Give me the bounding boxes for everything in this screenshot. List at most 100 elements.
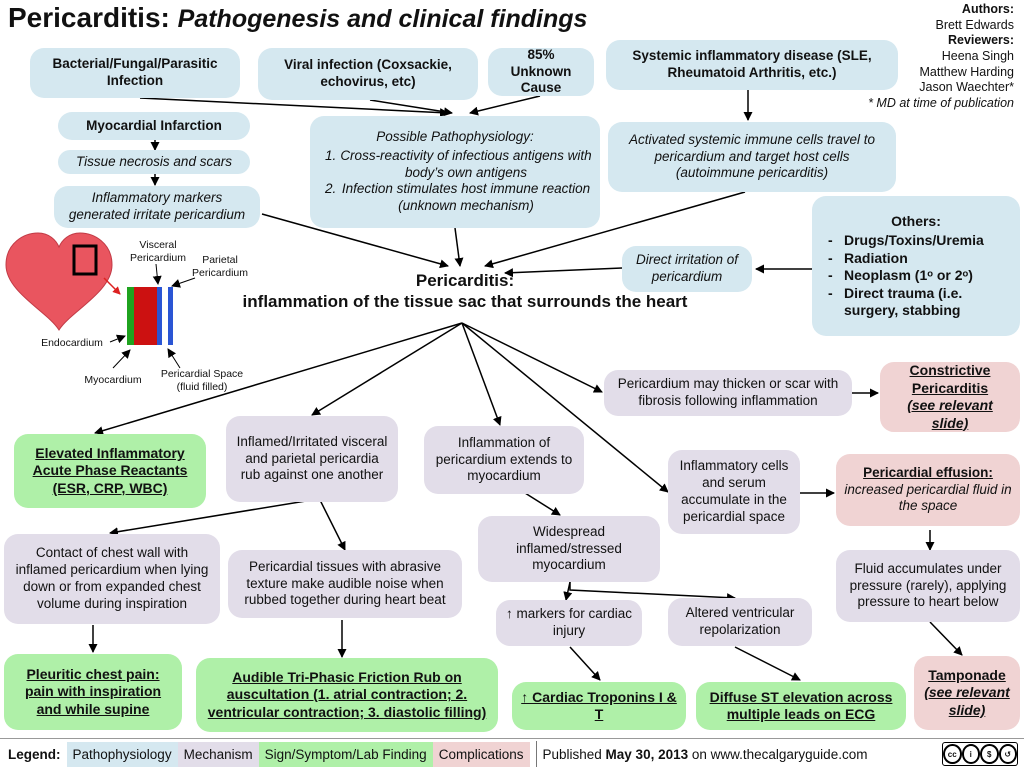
- credits: Authors: Brett Edwards Reviewers: Heena …: [868, 2, 1014, 111]
- widespread-myocardium-text: Widespread inflamed/stressed myocardium: [516, 523, 622, 573]
- nc-icon: $: [980, 744, 999, 764]
- pericardium-thicken-text: Pericardium may thicken or scar with fib…: [617, 376, 839, 408]
- abrasive-tissues: Pericardial tissues with abrasive textur…: [228, 550, 462, 618]
- pleuritic-chest-pain: Pleuritic chest pain: pain with inspirat…: [4, 654, 182, 730]
- published-site[interactable]: on www.thecalgaryguide.com: [688, 746, 868, 762]
- central-title: Pericarditis:: [415, 271, 515, 290]
- activated-immune-cells: Activated systemic immune cells travel t…: [608, 122, 896, 192]
- abrasive-tissues-text: Pericardial tissues with abrasive textur…: [244, 558, 446, 608]
- central-definition: Pericarditis: inflammation of the tissue…: [230, 270, 700, 313]
- cause-bacterial-text: Bacterial/Fungal/Parasitic Infection: [52, 56, 218, 88]
- legend-label: Legend:: [8, 746, 61, 762]
- pericardial-effusion-desc: increased pericardial fluid in the space: [844, 481, 1012, 514]
- constrictive-pericarditis[interactable]: Constrictive Pericarditis (see relevant …: [880, 362, 1020, 432]
- title-sub: Pathogenesis and clinical findings: [177, 5, 588, 33]
- published-line: Published May 30, 2013 on www.thecalgary…: [543, 747, 868, 762]
- other-causes: Others: Drugs/Toxins/Uremia Radiation Ne…: [812, 196, 1020, 336]
- reviewer-name: Matthew Harding: [919, 64, 1015, 79]
- tamponade[interactable]: Tamponade (see relevant slide): [914, 656, 1020, 730]
- widespread-myocardium: Widespread inflamed/stressed myocardium: [478, 516, 660, 582]
- author-name: Brett Edwards: [935, 17, 1014, 32]
- tamponade-text: Tamponade: [928, 666, 1006, 683]
- cause-mi: Myocardial Infarction: [58, 112, 250, 140]
- acute-phase-reactants-text: Elevated Inflammatory Acute Phase Reacta…: [32, 444, 188, 496]
- others-item: Drugs/Toxins/Uremia: [828, 232, 1012, 250]
- label-endocardium: Endocardium: [41, 337, 103, 349]
- label-visceral: Visceral Pericardium: [129, 239, 187, 264]
- creative-commons-license-icon[interactable]: cc i $ ↺: [942, 742, 1018, 766]
- inflammatory-markers: Inflammatory markers generated irritate …: [54, 186, 260, 228]
- legend-divider: [535, 741, 537, 767]
- pericardial-effusion: Pericardial effusion: increased pericard…: [836, 454, 1020, 526]
- central-subtitle: inflammation of the tissue sac that surr…: [242, 292, 688, 312]
- inflammatory-cells-accumulate-text: Inflammatory cells and serum accumulate …: [679, 458, 789, 524]
- chest-wall-contact: Contact of chest wall with inflamed peri…: [4, 534, 220, 624]
- label-myocardium: Myocardium: [84, 374, 142, 386]
- st-elevation-text: Diffuse ST elevation across multiple lea…: [709, 688, 893, 723]
- legend-mechanism: Mechanism: [177, 741, 259, 767]
- friction-rub-text: Audible Tri-Phasic Friction Rub on auscu…: [207, 668, 487, 720]
- published-date: May 30, 2013: [605, 746, 689, 762]
- possible-item: Infection stimulates host immune reactio…: [340, 181, 592, 215]
- altered-repolarization: Altered ventricular repolarization: [668, 598, 812, 646]
- legend-finding: Sign/Symptom/Lab Finding: [258, 741, 433, 767]
- legend-complications: Complications: [432, 741, 530, 767]
- others-item: Direct trauma (i.e. surgery, stabbing: [828, 285, 1012, 320]
- cardiac-troponins: ↑ Cardiac Troponins I & T: [512, 682, 686, 730]
- published-prefix: Published: [542, 746, 606, 762]
- others-list: Drugs/Toxins/Uremia Radiation Neoplasm (…: [820, 232, 1012, 320]
- cause-viral: Viral infection (Coxsackie, echovirus, e…: [258, 48, 478, 100]
- others-heading: Others:: [891, 212, 941, 229]
- others-item: Neoplasm (1ᵒ or 2ᵒ): [828, 267, 1012, 285]
- cause-unknown-text: 85% Unknown Cause: [510, 46, 572, 96]
- authors-label: Authors:: [961, 2, 1014, 16]
- direct-irritation-text: Direct irritation of pericardium: [635, 252, 739, 284]
- by-icon: i: [961, 744, 980, 764]
- pericardia-rub: Inflamed/Irritated visceral and parietal…: [226, 416, 398, 502]
- heart-icon: [5, 232, 173, 345]
- possible-list: Cross-reactivity of infectious antigens …: [318, 148, 592, 216]
- sa-icon: ↺: [998, 744, 1017, 764]
- inflammation-extends-text: Inflammation of pericardium extends to m…: [435, 434, 573, 484]
- pericardium-thicken: Pericardium may thicken or scar with fib…: [604, 370, 852, 416]
- others-item: Radiation: [828, 250, 1012, 268]
- fluid-pressure-text: Fluid accumulates under pressure (rarely…: [849, 560, 1007, 610]
- tissue-necrosis-text: Tissue necrosis and scars: [76, 153, 232, 169]
- credits-note: * MD at time of publication: [868, 95, 1014, 110]
- title-main: Pericarditis:: [8, 2, 170, 33]
- altered-repolarization-text: Altered ventricular repolarization: [685, 605, 795, 637]
- possible-heading: Possible Pathophysiology:: [376, 128, 534, 144]
- label-parietal: Parietal Pericardium: [191, 254, 249, 279]
- friction-rub: Audible Tri-Phasic Friction Rub on auscu…: [196, 658, 498, 732]
- legend-pathophysiology: Pathophysiology: [66, 741, 178, 767]
- cardiac-injury-markers: ↑ markers for cardiac injury: [496, 600, 642, 646]
- cause-systemic: Systemic inflammatory disease (SLE, Rheu…: [606, 40, 898, 90]
- constrictive-see-slide-link[interactable]: (see relevant slide): [907, 397, 993, 431]
- activated-immune-cells-text: Activated systemic immune cells travel t…: [628, 131, 876, 181]
- cause-mi-text: Myocardial Infarction: [86, 117, 222, 133]
- legend: Legend: Pathophysiology Mechanism Sign/S…: [0, 738, 1024, 769]
- pericardia-rub-text: Inflamed/Irritated visceral and parietal…: [236, 433, 388, 483]
- cardiac-troponins-text: ↑ Cardiac Troponins I & T: [521, 688, 677, 723]
- page-title: Pericarditis: Pathogenesis and clinical …: [8, 2, 587, 34]
- tissue-necrosis: Tissue necrosis and scars: [58, 150, 250, 174]
- cause-systemic-text: Systemic inflammatory disease (SLE, Rheu…: [632, 48, 872, 80]
- direct-irritation: Direct irritation of pericardium: [622, 246, 752, 292]
- cause-bacterial: Bacterial/Fungal/Parasitic Infection: [30, 48, 240, 98]
- chest-wall-contact-text: Contact of chest wall with inflamed peri…: [15, 545, 209, 611]
- constrictive-pericarditis-text: Constrictive Pericarditis: [909, 362, 991, 396]
- inflammatory-markers-text: Inflammatory markers generated irritate …: [68, 190, 246, 222]
- st-elevation: Diffuse ST elevation across multiple lea…: [696, 682, 906, 730]
- pericardial-effusion-title: Pericardial effusion:: [863, 464, 993, 480]
- label-pericardial-space: Pericardial Space (fluid filled): [160, 368, 244, 393]
- inflammatory-cells-accumulate: Inflammatory cells and serum accumulate …: [668, 450, 800, 534]
- inflammation-extends: Inflammation of pericardium extends to m…: [424, 426, 584, 494]
- pleuritic-chest-pain-text: Pleuritic chest pain: pain with inspirat…: [24, 665, 162, 717]
- tamponade-see-slide-link[interactable]: (see relevant slide): [924, 684, 1010, 718]
- cardiac-injury-markers-text: ↑ markers for cardiac injury: [505, 606, 633, 638]
- reviewers-label: Reviewers:: [947, 33, 1014, 48]
- acute-phase-reactants: Elevated Inflammatory Acute Phase Reacta…: [14, 434, 206, 508]
- reviewer-name: Jason Waechter*: [919, 80, 1014, 95]
- possible-item: Cross-reactivity of infectious antigens …: [340, 148, 592, 182]
